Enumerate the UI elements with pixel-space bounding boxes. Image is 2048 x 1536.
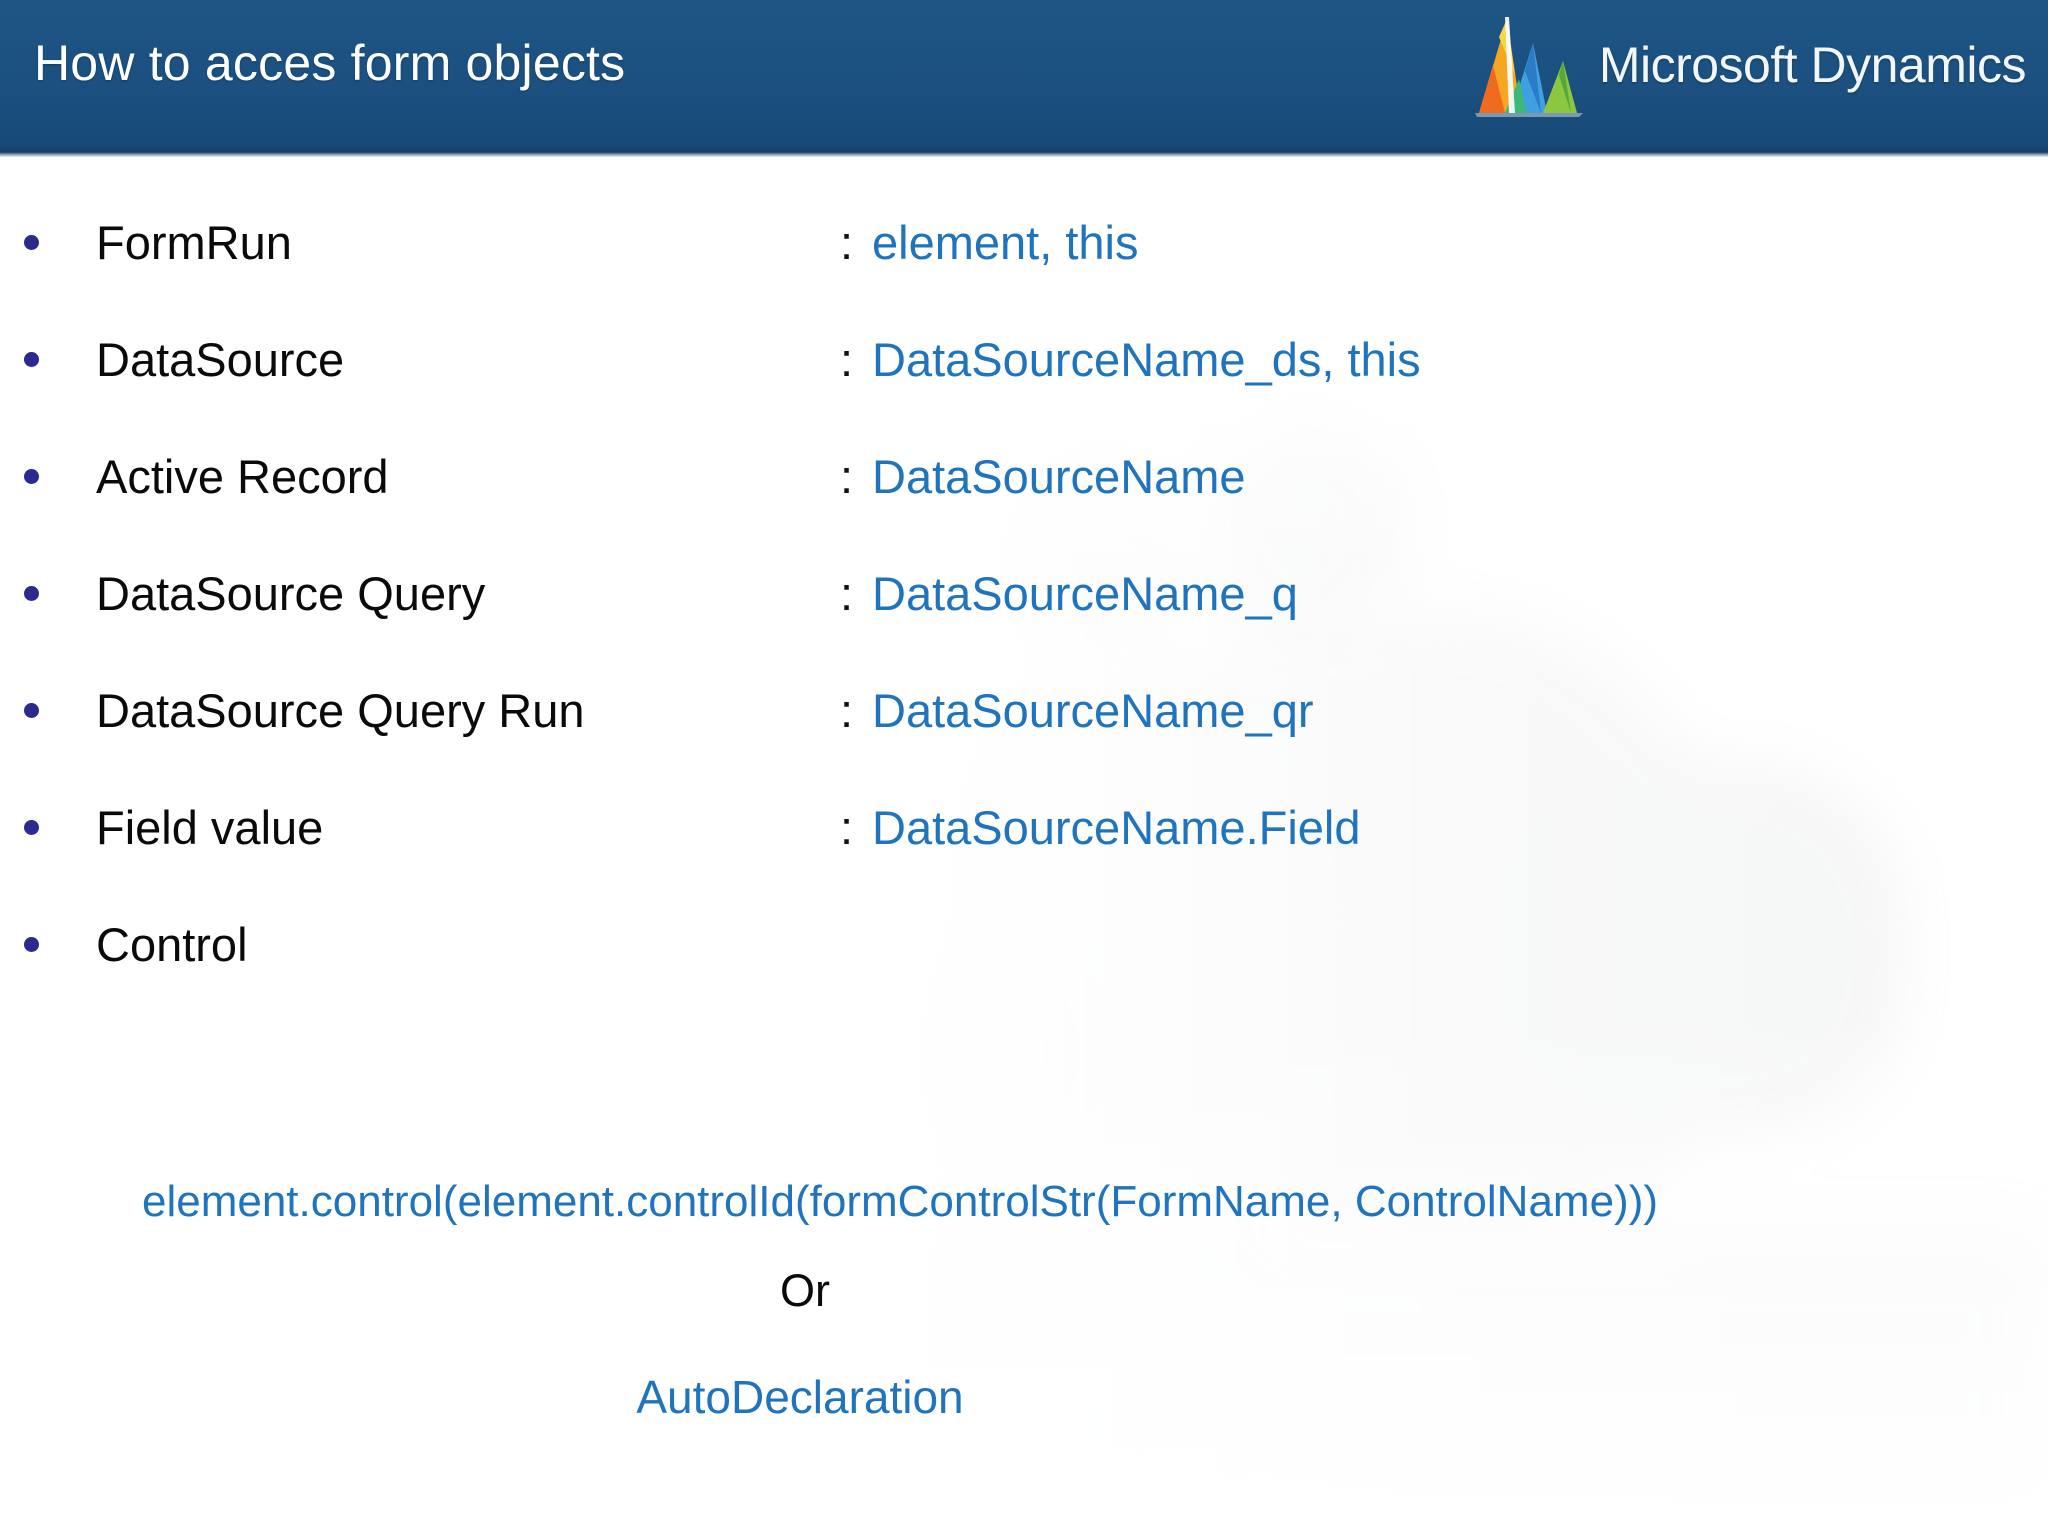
list-item-label: Active Record bbox=[96, 450, 389, 503]
page-title: How to acces form objects bbox=[34, 35, 626, 91]
bullet-icon bbox=[24, 703, 39, 718]
bullet-icon bbox=[24, 235, 39, 250]
list-item-value: DataSourceName_ds, this bbox=[872, 333, 1421, 386]
slide-body: FormRun : element, this DataSource : Dat… bbox=[0, 155, 2048, 1536]
list-item-separator: : bbox=[840, 333, 854, 386]
list-item-value: DataSourceName_q bbox=[872, 567, 1298, 620]
brand-logo: Microsoft Dynamics bbox=[1474, 10, 2027, 120]
header-underline bbox=[0, 152, 2048, 157]
list-item-separator: : bbox=[840, 450, 854, 503]
list-item: FormRun : element, this bbox=[0, 215, 2048, 332]
list-item: DataSource Query : DataSourceName_q bbox=[0, 566, 2048, 683]
list-item-label: DataSource Query Run bbox=[96, 684, 585, 737]
list-item: Active Record : DataSourceName bbox=[0, 449, 2048, 566]
list-item-label: Control bbox=[96, 918, 248, 971]
list-item: DataSource Query Run : DataSourceName_qr bbox=[0, 683, 2048, 800]
microsoft-dynamics-logo-icon bbox=[1474, 17, 1583, 117]
list-item-label: FormRun bbox=[96, 216, 292, 269]
list-item: DataSource : DataSourceName_ds, this bbox=[0, 332, 2048, 449]
list-item-label: Field value bbox=[96, 801, 324, 854]
list-item-label: DataSource Query bbox=[96, 567, 486, 620]
list-item-separator: : bbox=[840, 567, 854, 620]
list-item: Control bbox=[0, 917, 2048, 1034]
bullet-icon bbox=[24, 469, 39, 484]
bullet-icon bbox=[24, 820, 39, 835]
bullet-icon bbox=[24, 937, 39, 952]
control-code-snippet: element.control(element.controlId(formCo… bbox=[142, 1177, 1659, 1226]
list-item-separator: : bbox=[840, 216, 854, 269]
list-item-value: DataSourceName.Field bbox=[872, 801, 1361, 854]
slide-header: How to acces form objects Micr bbox=[0, 0, 2048, 155]
definition-list: FormRun : element, this DataSource : Dat… bbox=[0, 215, 2048, 1034]
or-separator-label: Or bbox=[780, 1265, 830, 1316]
brand-logo-text: Microsoft Dynamics bbox=[1598, 37, 2027, 93]
list-item-value: DataSourceName bbox=[872, 450, 1246, 503]
list-item-separator: : bbox=[840, 684, 854, 737]
list-item-value: element, this bbox=[872, 216, 1139, 269]
list-item-label: DataSource bbox=[96, 333, 345, 386]
auto-declaration-label: AutoDeclaration bbox=[636, 1371, 964, 1423]
list-item: Field value : DataSourceName.Field bbox=[0, 800, 2048, 917]
bullet-icon bbox=[24, 586, 39, 601]
bullet-icon bbox=[24, 352, 39, 367]
list-item-separator: : bbox=[840, 801, 854, 854]
list-item-value: DataSourceName_qr bbox=[872, 684, 1314, 737]
